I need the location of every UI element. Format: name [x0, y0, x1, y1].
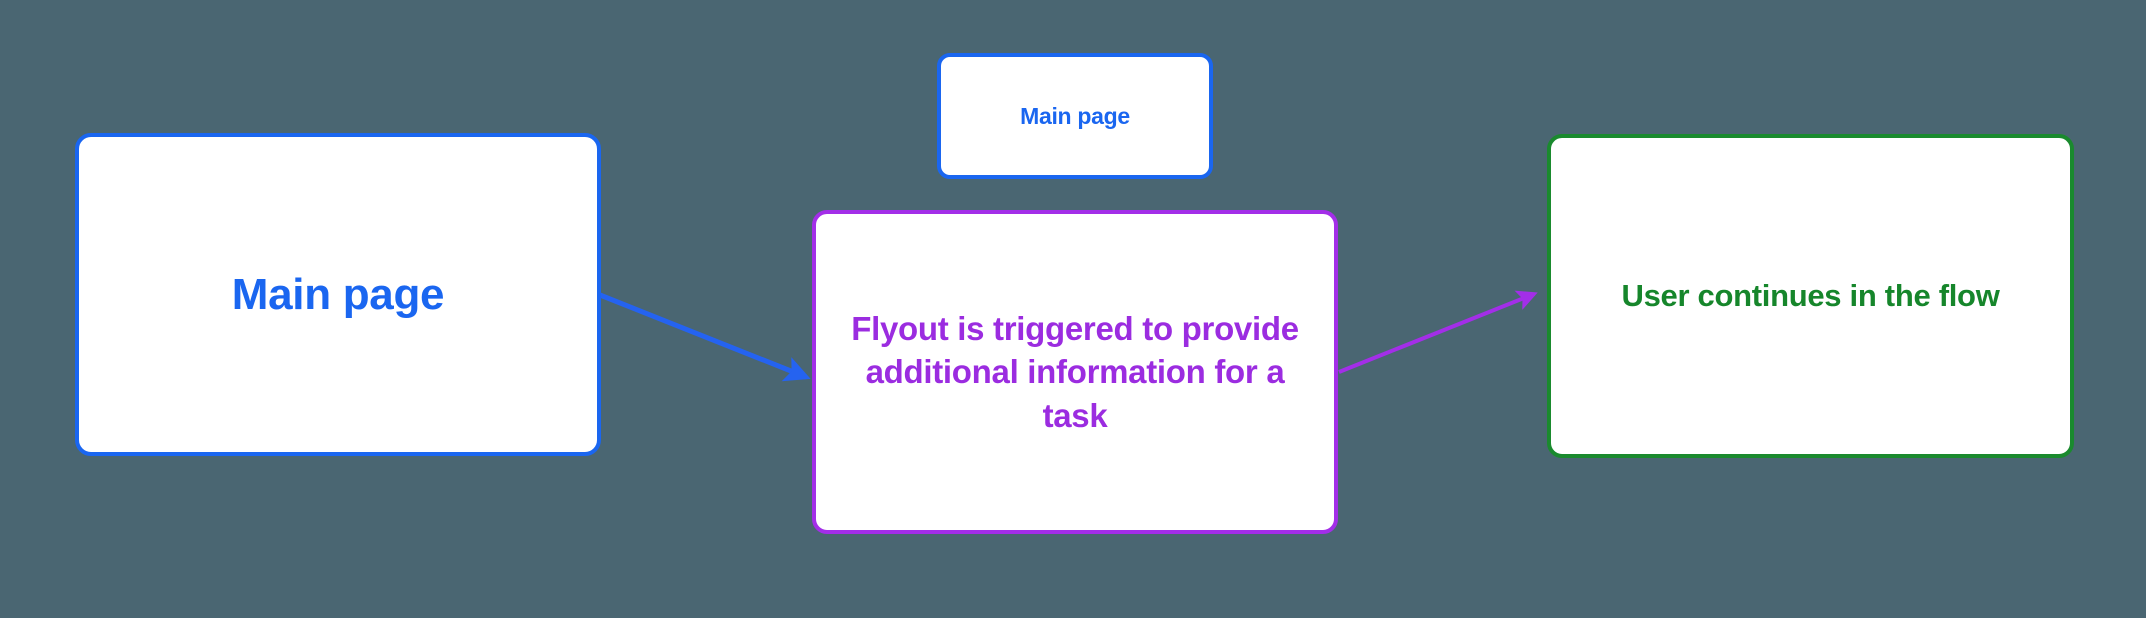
- node-user-continues[interactable]: User continues in the flow: [1547, 134, 2074, 458]
- node-main-page[interactable]: Main page: [75, 133, 601, 456]
- node-user-continues-label: User continues in the flow: [1621, 278, 2000, 314]
- node-main-page-small[interactable]: Main page: [937, 53, 1213, 179]
- arrow-flyout-to-user-continues: [1338, 290, 1538, 374]
- node-main-page-small-label: Main page: [1020, 102, 1130, 129]
- node-flyout[interactable]: Flyout is triggered to provide additiona…: [812, 210, 1338, 534]
- node-flyout-label: Flyout is triggered to provide additiona…: [851, 309, 1299, 434]
- arrow-main-page-to-flyout: [599, 292, 811, 382]
- node-main-page-label: Main page: [231, 269, 445, 319]
